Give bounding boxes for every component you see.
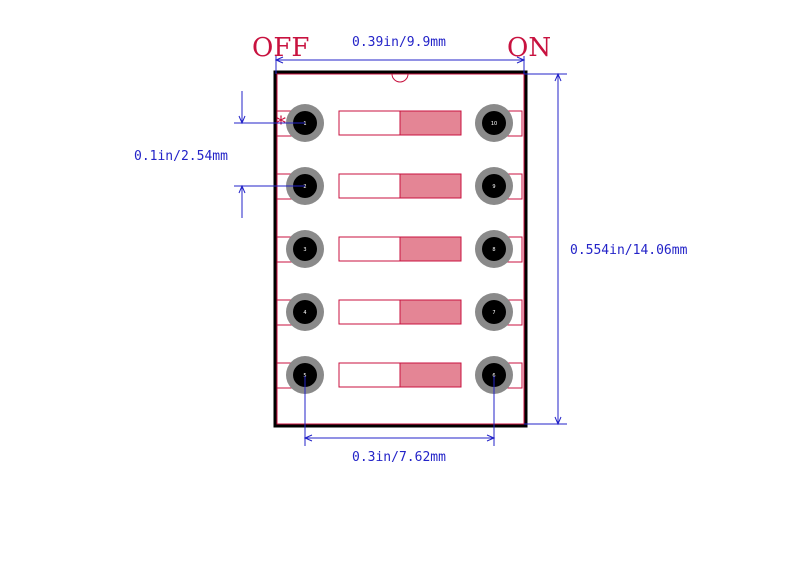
height-text: 0.554in/14.06mm: [570, 243, 688, 258]
pad-drill: [482, 174, 506, 198]
top-width-dimension: [274, 56, 526, 74]
pin-number: 10: [491, 121, 497, 127]
row-spacing-dimension: [303, 376, 496, 446]
pin-number: 1: [303, 121, 306, 127]
pad-drill: [482, 300, 506, 324]
pad-drill: [293, 237, 317, 261]
pad-drill: [482, 237, 506, 261]
pad-drill: [293, 300, 317, 324]
pin-number: 7: [492, 310, 495, 316]
pad-drill: [293, 363, 317, 387]
height-dimension: [524, 72, 567, 426]
pin-number: 2: [303, 184, 306, 190]
switch-actuator: [399, 362, 462, 388]
row-spacing-text: 0.3in/7.62mm: [352, 450, 446, 465]
switch-actuator: [399, 236, 462, 262]
pitch-text: 0.1in/2.54mm: [134, 149, 228, 164]
pin-number: 4: [303, 310, 306, 316]
switch-row: 1 10: [276, 104, 523, 142]
pad-drill: [482, 111, 506, 135]
on-label: ON: [507, 33, 551, 63]
orientation-notch: [391, 73, 409, 83]
top-width-text: 0.39in/9.9mm: [352, 35, 446, 50]
pin-number: 8: [492, 247, 495, 253]
package-body-outline: [273, 70, 528, 428]
pad-drill: [482, 363, 506, 387]
switch-actuator: [399, 299, 462, 325]
switch-actuator: [399, 110, 462, 136]
pin-number: 3: [303, 247, 306, 253]
pitch-dimension: [234, 91, 305, 218]
switch-actuator: [399, 173, 462, 199]
pin-number: 9: [492, 184, 495, 190]
